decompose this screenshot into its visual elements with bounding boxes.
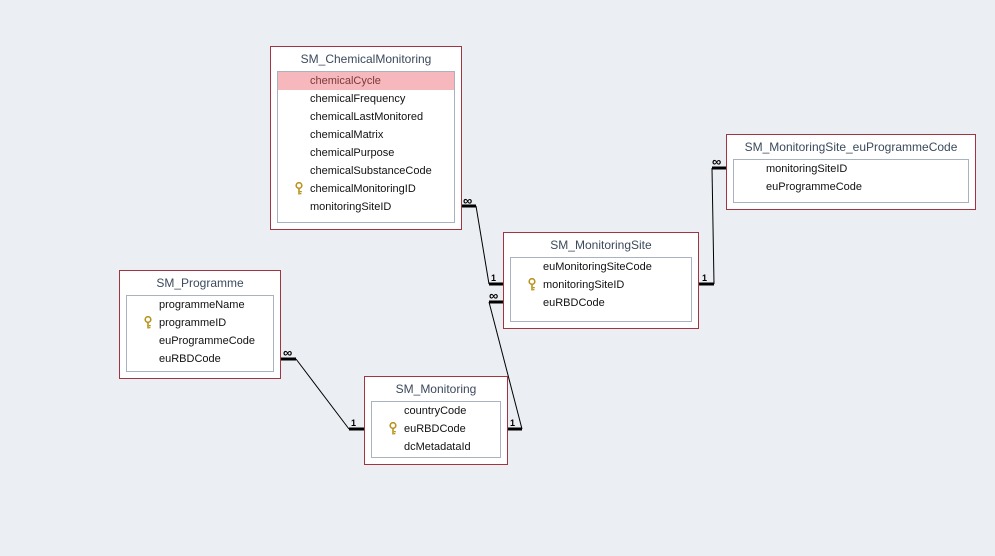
field-row-primary-key[interactable]: programmeID (127, 314, 273, 332)
field-name: chemicalFrequency (310, 93, 406, 105)
table-sm-monitoringsite[interactable]: SM_MonitoringSite euMonitoringSiteCode m… (503, 232, 699, 329)
field-row[interactable]: dcMetadataId (372, 438, 500, 456)
field-name: euMonitoringSiteCode (543, 261, 652, 273)
field-name: chemicalMatrix (310, 129, 384, 141)
field-row[interactable]: programmeName (127, 296, 273, 314)
field-name: chemicalCycle (310, 75, 381, 87)
field-row-primary-key[interactable]: chemicalMonitoringID (278, 180, 454, 198)
field-list[interactable]: programmeName programmeID euProgrammeCod… (126, 295, 274, 372)
field-row[interactable]: chemicalSubstanceCode (278, 162, 454, 180)
field-name: monitoringSiteID (543, 279, 625, 291)
field-row-primary-key[interactable]: monitoringSiteID (511, 276, 691, 294)
relationship-prog-mon[interactable] (281, 357, 364, 431)
field-row[interactable]: countryCode (372, 402, 500, 420)
field-row[interactable]: chemicalPurpose (278, 144, 454, 162)
field-row[interactable]: euProgrammeCode (127, 332, 273, 350)
field-name: monitoringSiteID (766, 163, 848, 175)
cardinality-one-label: 1 (351, 418, 357, 428)
table-title[interactable]: SM_Programme (156, 276, 244, 290)
field-name: euRBDCode (543, 297, 605, 309)
field-row[interactable]: euProgrammeCode (734, 178, 968, 196)
field-row[interactable]: euMonitoringSiteCode (511, 258, 691, 276)
field-name: chemicalSubstanceCode (310, 165, 432, 177)
field-name: euRBDCode (159, 353, 221, 365)
field-row[interactable]: euRBDCode (511, 294, 691, 312)
primary-key-icon (528, 278, 536, 291)
field-row[interactable]: chemicalMatrix (278, 126, 454, 144)
field-row[interactable]: chemicalCycle (278, 72, 454, 90)
primary-key-icon (144, 316, 152, 329)
field-row[interactable]: chemicalFrequency (278, 90, 454, 108)
table-sm-monitoringsite-euprogrammecode[interactable]: SM_MonitoringSite_euProgrammeCode monito… (726, 134, 976, 210)
table-title[interactable]: SM_MonitoringSite_euProgrammeCode (744, 140, 958, 154)
relationship-euprog-site[interactable] (698, 166, 726, 286)
cardinality-many-label: ∞ (283, 345, 292, 360)
table-title[interactable]: SM_ChemicalMonitoring (300, 52, 432, 66)
field-name: programmeName (159, 299, 245, 311)
field-row-primary-key[interactable]: euRBDCode (372, 420, 500, 438)
table-sm-monitoring[interactable]: SM_Monitoring countryCode euRBDCode dcMe… (364, 376, 508, 465)
field-name: programmeID (159, 317, 227, 329)
cardinality-many-label: ∞ (489, 288, 498, 303)
field-name: euProgrammeCode (159, 335, 255, 347)
cardinality-many-label: ∞ (463, 193, 472, 208)
field-name: euRBDCode (404, 423, 466, 435)
cardinality-one-label: 1 (491, 273, 497, 283)
field-row[interactable]: monitoringSiteID (734, 160, 968, 178)
cardinality-one-label: 1 (702, 273, 708, 283)
primary-key-icon (389, 422, 397, 435)
cardinality-one-label: 1 (510, 418, 516, 428)
field-name: chemicalPurpose (310, 147, 395, 159)
field-row[interactable]: euRBDCode (127, 350, 273, 368)
table-sm-programme[interactable]: SM_Programme programmeName programmeID e… (119, 270, 281, 379)
field-list[interactable]: chemicalCycle chemicalFrequency chemical… (277, 71, 455, 223)
field-name: monitoringSiteID (310, 201, 392, 213)
primary-key-icon (295, 182, 303, 195)
cardinality-many-label: ∞ (712, 154, 721, 169)
field-name: countryCode (404, 405, 467, 417)
field-name: dcMetadataId (404, 441, 471, 453)
relationship-chem-site[interactable] (461, 204, 503, 286)
field-list[interactable]: countryCode euRBDCode dcMetadataId (371, 401, 501, 458)
field-name: chemicalLastMonitored (310, 111, 424, 123)
table-title[interactable]: SM_MonitoringSite (550, 238, 652, 252)
table-sm-chemicalmonitoring[interactable]: SM_ChemicalMonitoring chemicalCycle chem… (270, 46, 462, 230)
field-list[interactable]: monitoringSiteID euProgrammeCode (733, 159, 969, 203)
field-list[interactable]: euMonitoringSiteCode monitoringSiteID eu… (510, 257, 692, 322)
field-name: euProgrammeCode (766, 181, 862, 193)
field-row[interactable]: chemicalLastMonitored (278, 108, 454, 126)
field-name: chemicalMonitoringID (310, 183, 416, 195)
table-title[interactable]: SM_Monitoring (395, 382, 477, 396)
field-row[interactable]: monitoringSiteID (278, 198, 454, 216)
relationship-site-mon[interactable] (488, 300, 523, 431)
